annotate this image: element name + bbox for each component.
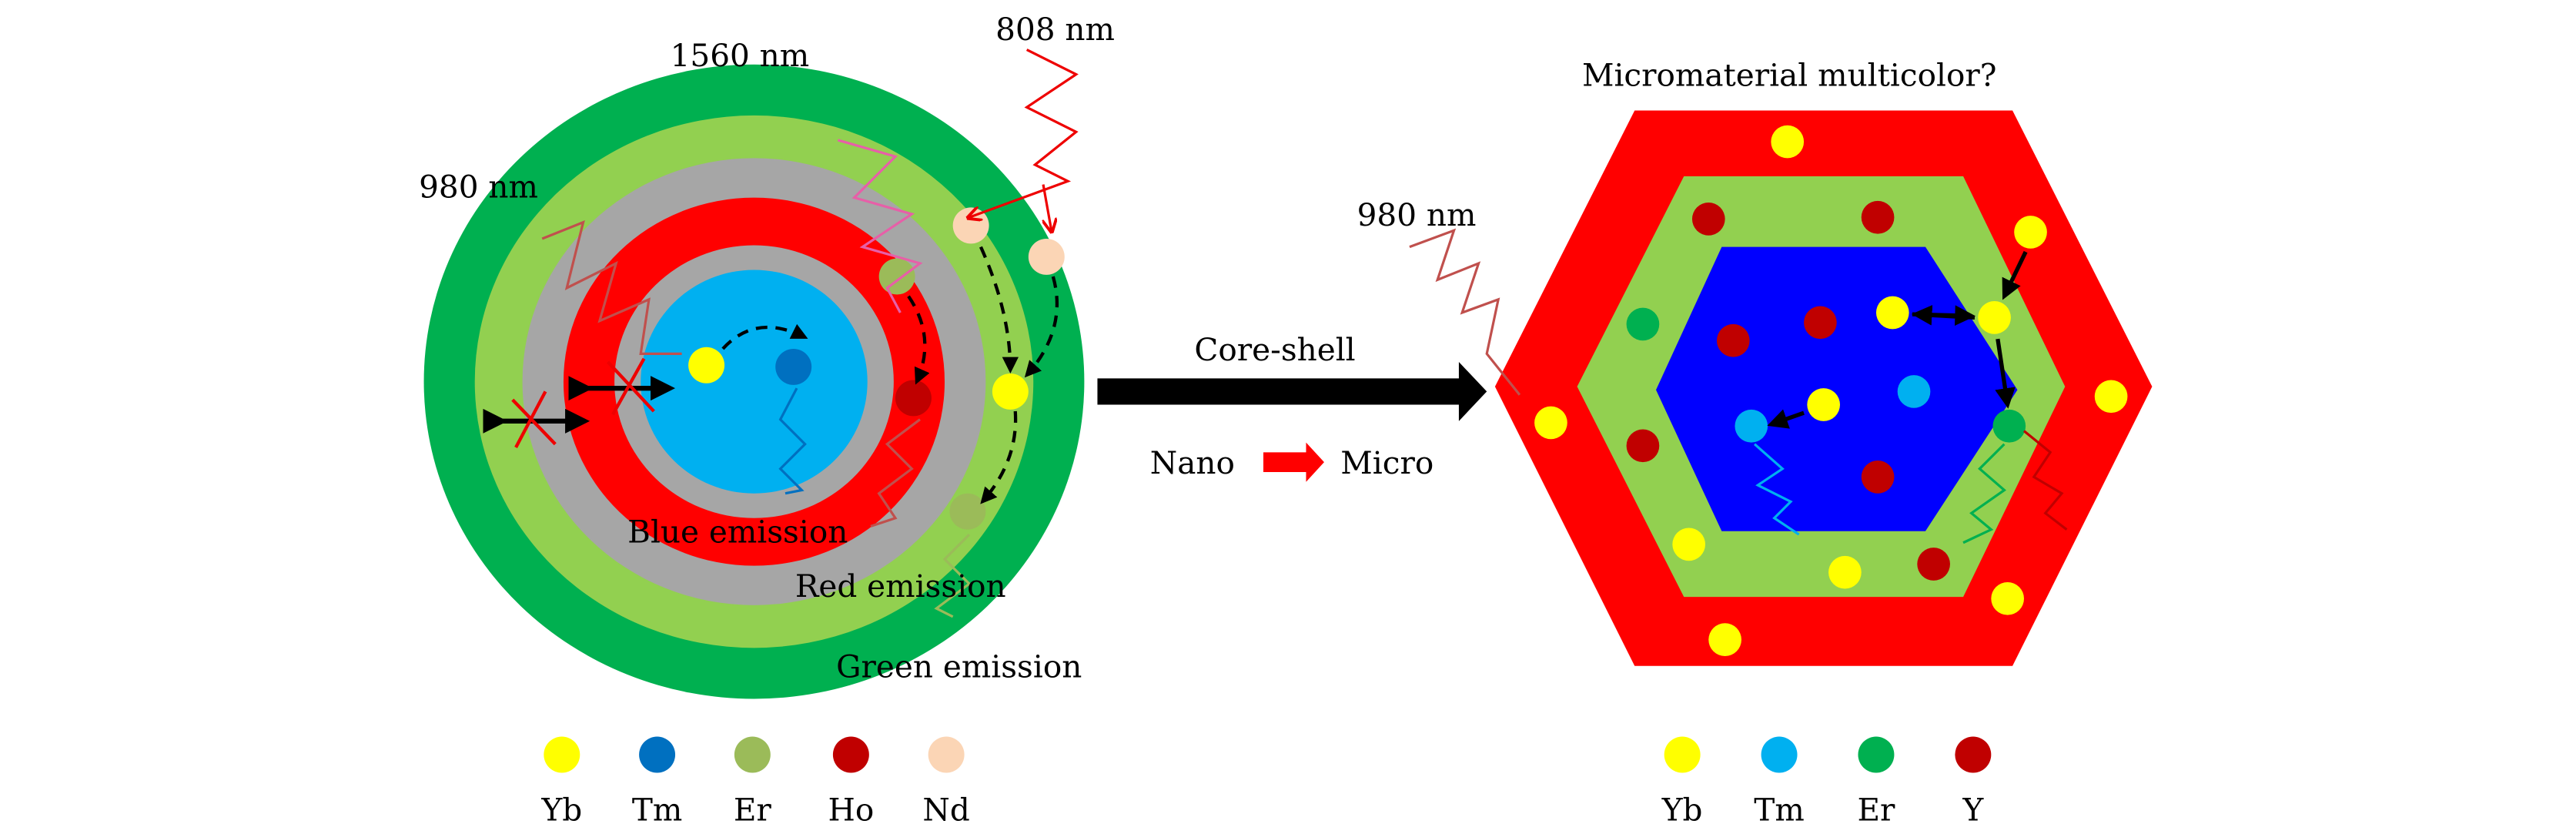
- legend-label: Y: [1962, 791, 1984, 828]
- legend-label: Yb: [1661, 791, 1703, 828]
- label-blue-emission: Blue emission: [627, 514, 848, 551]
- tm-ion: [775, 348, 812, 385]
- legend-er-dot: [1858, 736, 1895, 773]
- label-micromaterial-title: Micromaterial multicolor?: [1582, 57, 1996, 94]
- transfer-arrow: [1995, 338, 2016, 409]
- ho-ion: [895, 380, 932, 417]
- legend-y-dot: [1955, 736, 1992, 773]
- label-red-emission: Red emission: [795, 568, 1006, 605]
- label-nano: Nano: [1150, 444, 1235, 481]
- yb-ion: [992, 373, 1029, 410]
- legend-label: Tm: [1754, 791, 1804, 828]
- core-shell-arrow: [1097, 362, 1487, 421]
- legend-er-dot: [734, 736, 771, 773]
- label-808nm: 808 nm: [995, 11, 1115, 48]
- nano-to-micro-arrow: [1263, 442, 1324, 482]
- legend-yb-dot: [544, 736, 580, 773]
- er-ion: [878, 258, 915, 295]
- label-1560nm: 1560 nm: [671, 37, 810, 74]
- transfer-arrow: [980, 410, 1018, 504]
- tm-ions: [1735, 375, 1931, 443]
- excitation-808-wave: [1042, 184, 1052, 231]
- cross-mark-icon: [611, 357, 646, 416]
- label-980nm-right: 980 nm: [1357, 196, 1477, 233]
- cross-mark-icon: [606, 360, 655, 413]
- er-ions: [1626, 307, 2026, 443]
- label-core-shell: Core-shell: [1194, 331, 1355, 368]
- y-ions: [1626, 200, 1950, 581]
- legend-left: Yb Tm Er Ho Nd: [540, 736, 970, 828]
- legend-tm-dot: [1761, 736, 1798, 773]
- transfer-arrow: [2002, 250, 2028, 300]
- label-980nm-left: 980 nm: [419, 169, 538, 206]
- transfer-arrow: [979, 246, 1019, 373]
- transfer-arrow: [721, 323, 808, 350]
- core-blue: [641, 270, 868, 494]
- legend-ho-dot: [832, 736, 869, 773]
- label-green-emission: Green emission: [836, 648, 1082, 685]
- cross-mark-icon: [514, 390, 547, 448]
- er-ion: [949, 493, 986, 530]
- green-emission-wave-right: [1962, 443, 2006, 544]
- excitation-980-wave-right: [1409, 228, 1521, 396]
- legend-label: Nd: [922, 791, 969, 828]
- blue-emission-wave-right: [1753, 443, 1800, 536]
- blue-emission-wave: [778, 387, 807, 495]
- excitation-808-wave: [969, 49, 1079, 218]
- excitation-1560-wave: [837, 139, 923, 313]
- cross-mark-icon: [511, 398, 557, 446]
- transfer-arrow: [1767, 409, 1805, 429]
- transfer-arrow: [907, 295, 930, 385]
- legend-right: Yb Tm Er Y: [1661, 736, 1992, 828]
- legend-nd-dot: [928, 736, 965, 773]
- legend-yb-dot: [1664, 736, 1701, 773]
- legend-label: Tm: [632, 791, 682, 828]
- nd-ion: [1028, 238, 1065, 275]
- yb-ions: [1534, 125, 2128, 656]
- legend-label: Er: [734, 791, 772, 828]
- legend-label: Ho: [828, 791, 875, 828]
- red-emission-wave: [870, 418, 921, 528]
- legend-tm-dot: [639, 736, 676, 773]
- yb-ion: [688, 347, 725, 384]
- label-micro: Micro: [1340, 444, 1434, 481]
- hexagonal-microcrystal: [1409, 110, 2153, 666]
- excitation-980-wave: [541, 219, 682, 355]
- red-emission-wave-right: [2022, 430, 2068, 531]
- legend-label: Yb: [540, 791, 582, 828]
- legend-label: Er: [1857, 791, 1895, 828]
- core-shell-nanoparticle: [423, 49, 1085, 699]
- green-emission-wave: [934, 533, 972, 618]
- transfer-arrow: [1911, 304, 1975, 326]
